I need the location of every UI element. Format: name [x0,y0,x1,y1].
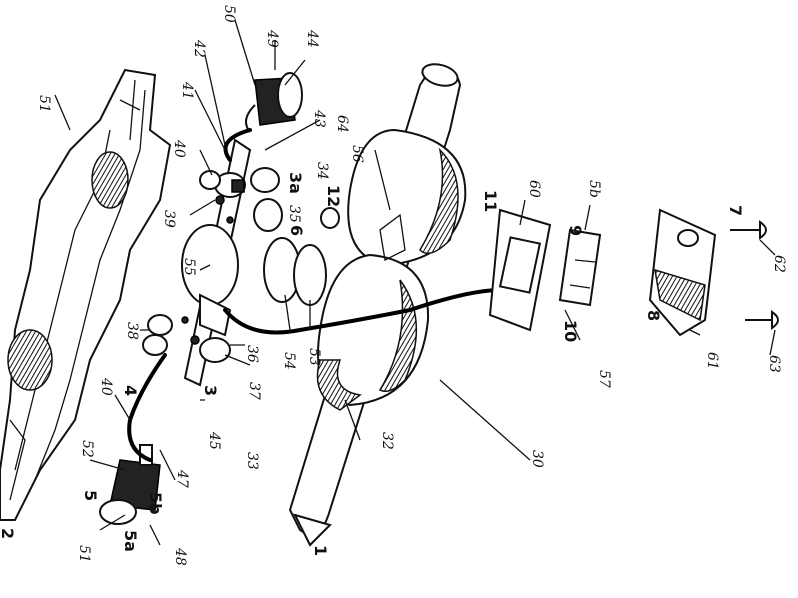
label-40-top: 40 [171,139,187,158]
label-10: 10 [561,320,580,342]
label-3a: 3a [286,172,305,194]
label-33: 33 [244,452,260,470]
label-57: 57 [596,370,612,388]
label-34: 34 [314,162,330,180]
label-52: 52 [79,440,95,458]
label-5: 5 [81,490,100,501]
label-9: 9 [566,225,585,236]
label-56b: 5b [586,180,602,198]
reference-labels: 51 50 49 44 42 41 43 64 34 3a 35 6 12 40… [0,5,787,566]
label-42: 42 [191,39,207,58]
label-61: 61 [704,352,720,370]
label-51: 51 [36,95,52,113]
label-38: 38 [124,322,140,340]
coil-top [245,72,303,133]
wire-top [223,128,252,162]
label-39: 39 [161,210,177,228]
label-55: 55 [181,258,197,276]
wire-right [223,278,532,335]
circuit-board [142,138,283,387]
label-5a: 5a [121,530,140,552]
label-63: 63 [766,355,782,373]
tube-body [288,63,467,547]
label-12: 12 [324,185,343,207]
label-64: 64 [334,115,350,133]
label-8: 8 [644,310,663,321]
label-4: 4 [121,385,140,396]
label-6: 6 [287,225,306,236]
label-48: 48 [172,547,188,566]
label-36: 36 [244,345,260,363]
label-62: 62 [771,255,787,273]
label-49: 49 [264,29,280,48]
label-32: 32 [379,432,395,450]
label-7: 7 [726,205,745,216]
label-53: 53 [306,348,322,366]
label-2: 2 [0,528,17,539]
batteries [263,207,340,306]
label-45: 45 [206,431,222,450]
label-51-bottom: 51 [76,545,92,563]
label-1: 1 [311,545,330,556]
label-43: 43 [311,109,327,128]
label-3: 3 [201,385,220,396]
label-41: 41 [179,81,195,100]
label-56: 56 [349,145,365,163]
label-44: 44 [304,29,320,48]
coil-bottom [99,444,161,525]
mounting-plate [488,208,552,332]
label-40-bottom: 40 [98,377,114,396]
label-54: 54 [281,352,297,370]
screws [730,220,779,330]
label-60: 60 [526,180,542,198]
housing-shell [0,68,172,521]
label-50: 50 [221,5,237,23]
label-47: 47 [174,469,190,488]
clip-part [558,228,602,307]
label-30: 30 [529,450,545,468]
leader-lines [54,19,776,546]
label-11: 11 [481,190,500,212]
cover-part [648,208,717,337]
label-35: 35 [286,205,302,223]
label-5b: 5b [146,492,165,515]
label-37: 37 [246,382,262,400]
